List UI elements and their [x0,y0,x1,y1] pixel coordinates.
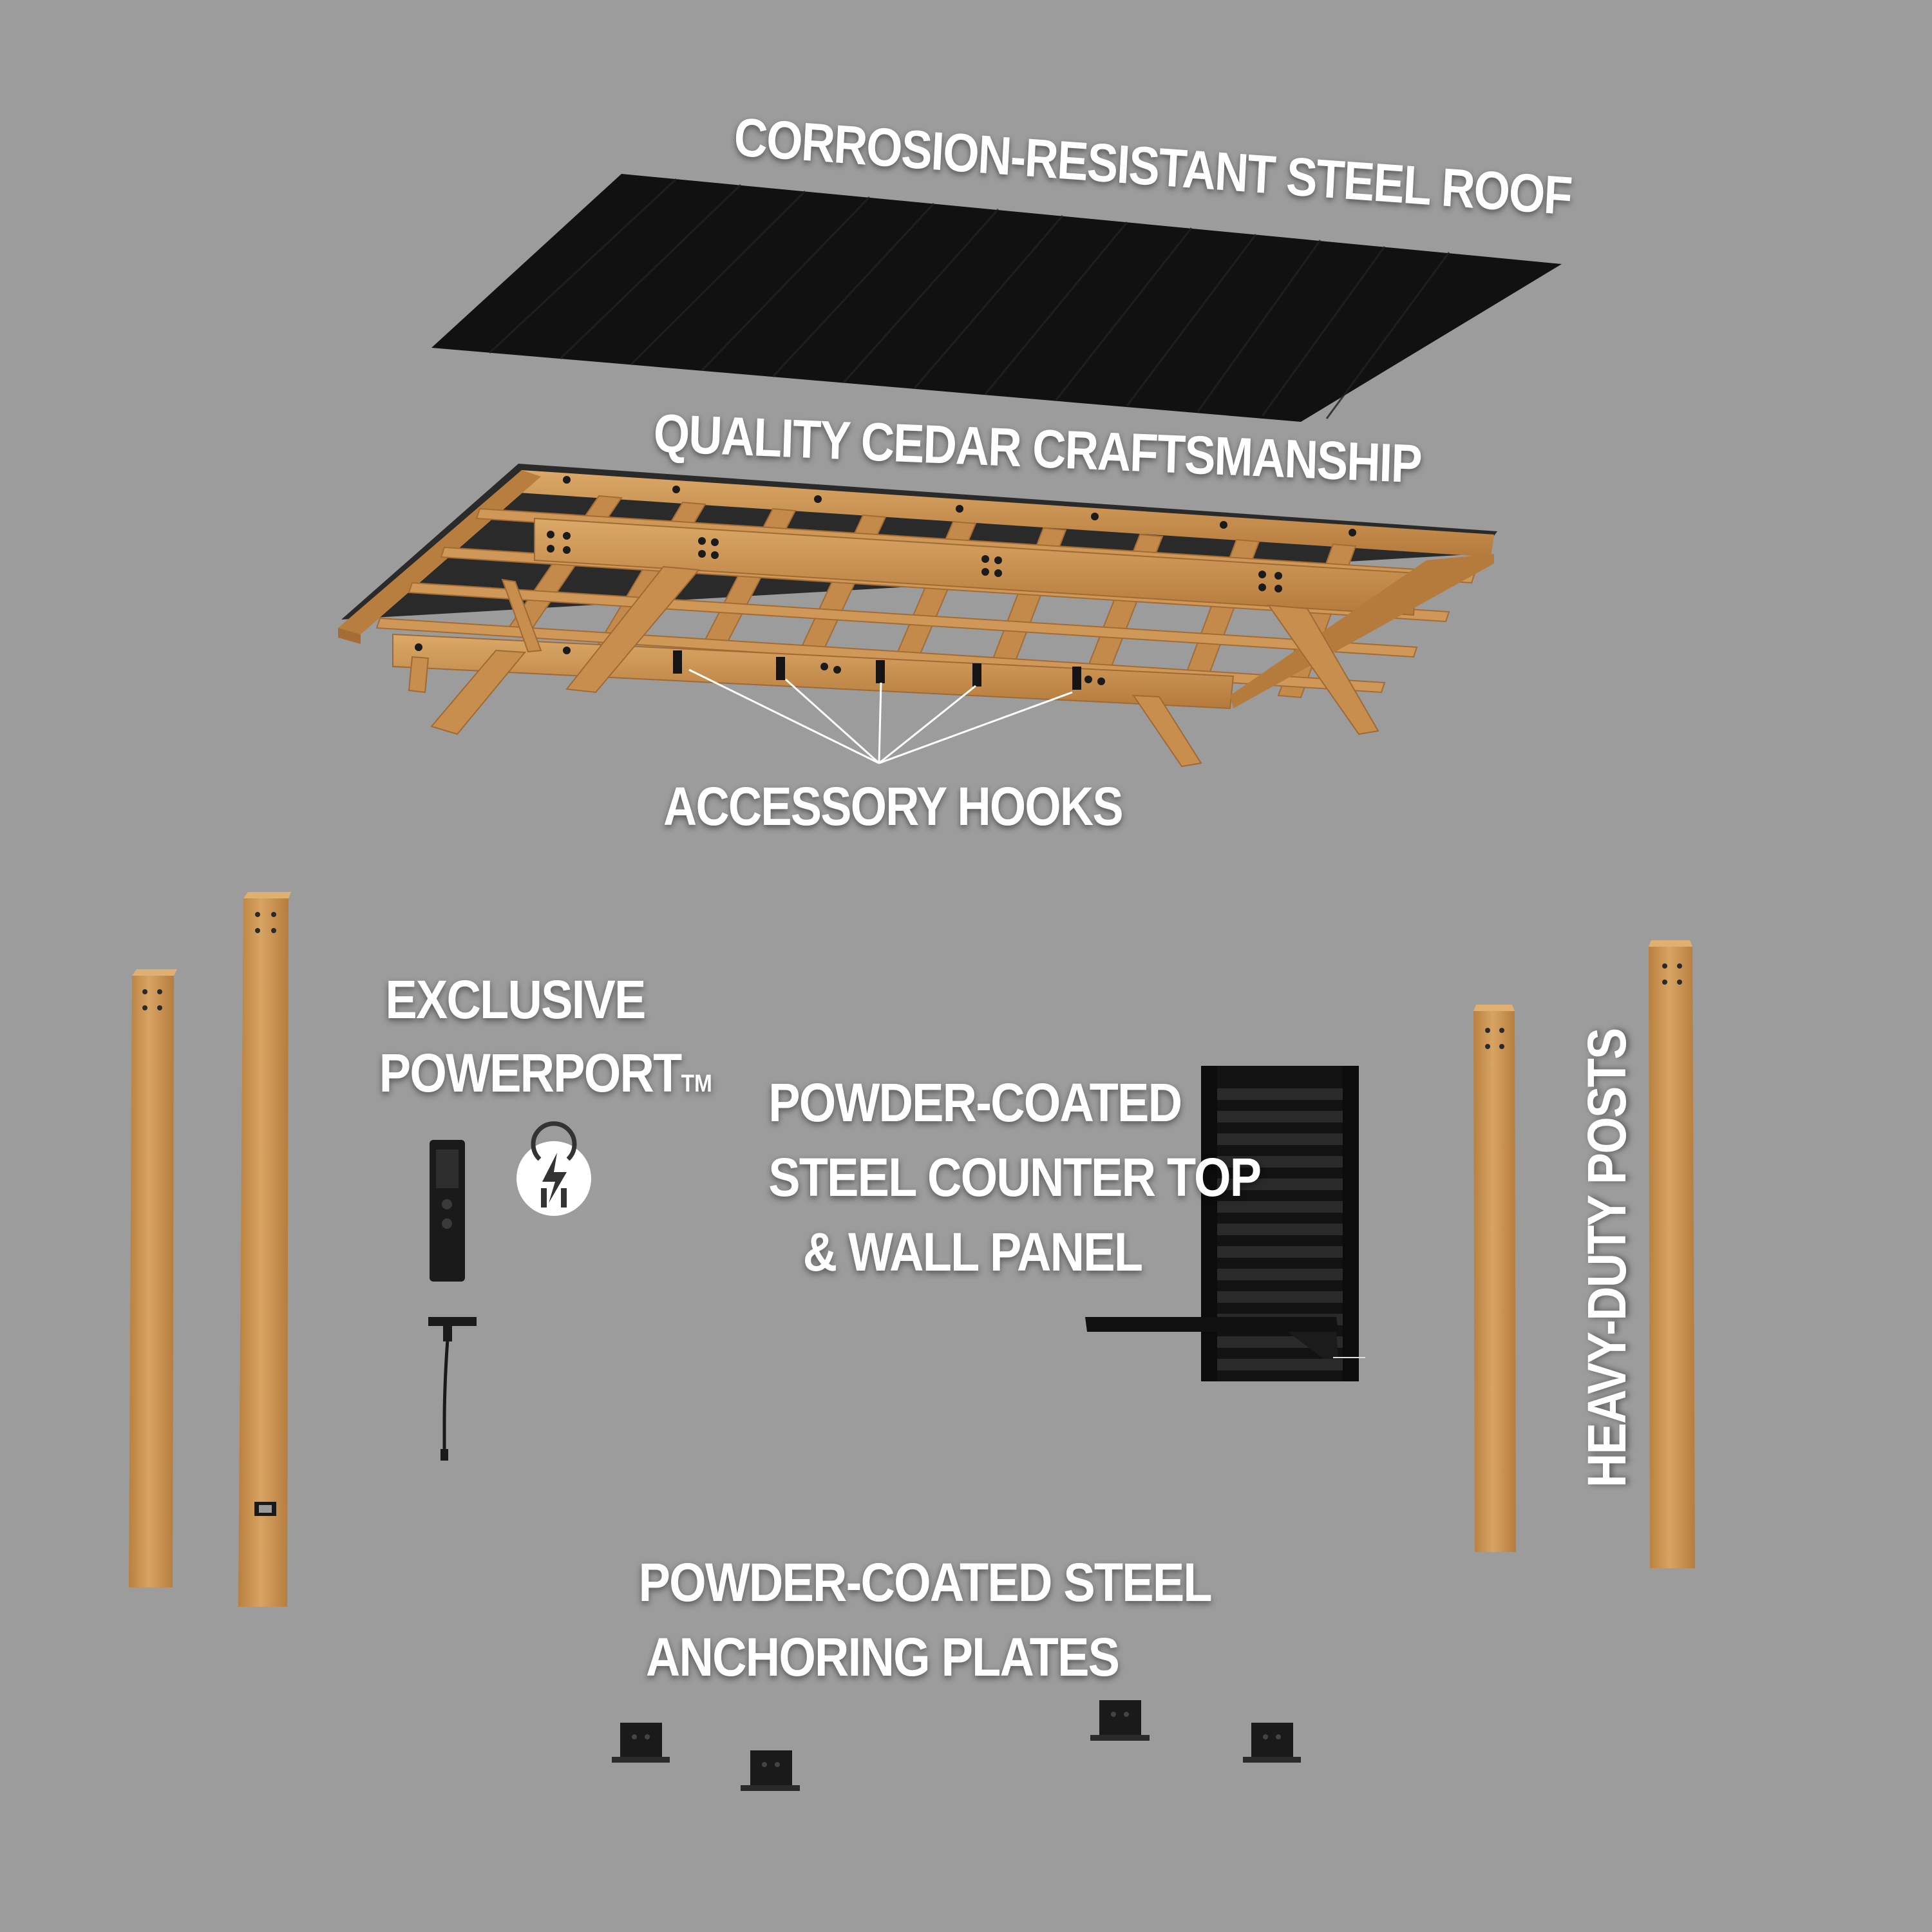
hooks-callout-lines [688,668,1073,764]
label-counter-line1: POWDER-COATED [768,1072,1182,1133]
label-heavy-duty-posts: HEAVY-DUTY POSTS [1577,1028,1637,1488]
anchoring-plate-2 [741,1750,800,1791]
anchoring-plate-3 [1090,1700,1150,1741]
cedar-post-3 [1473,1005,1516,1552]
anchoring-plate-4 [1243,1723,1301,1763]
accessory-hooks [673,650,1081,690]
label-powerport-tm: TM [681,1070,712,1097]
label-plates-line2: ANCHORING PLATES [645,1627,1120,1687]
label-accessory-hooks: ACCESSORY HOOKS [663,776,1124,837]
label-powerport-line1: EXCLUSIVE [385,969,646,1030]
cedar-post-1 [129,969,177,1587]
anchoring-plate-1 [612,1723,670,1763]
steel-roof [431,174,1562,422]
label-plates-line1: POWDER-COATED STEEL [638,1552,1213,1613]
power-plug-icon [516,1121,591,1216]
label-counter-wall-panel: POWDER-COATED STEEL COUNTER TOP & WALL P… [768,1072,1262,1300]
label-powerport-line2: POWERPORTTM [379,1046,712,1100]
label-powerport: EXCLUSIVE POWERPORTTM [379,969,712,1119]
label-powerport-name: POWERPORT [379,1043,683,1103]
cedar-roof-frame [338,464,1497,768]
steel-counter-top [1085,1317,1365,1359]
powerport-unit [428,1140,477,1461]
label-counter-line2: STEEL COUNTER TOP [768,1147,1262,1208]
cedar-post-4 [1649,940,1695,1568]
label-anchoring-plates: POWDER-COATED STEEL ANCHORING PLATES [638,1552,1213,1705]
cedar-post-2 [238,892,291,1607]
label-counter-line3: & WALL PANEL [802,1222,1143,1282]
